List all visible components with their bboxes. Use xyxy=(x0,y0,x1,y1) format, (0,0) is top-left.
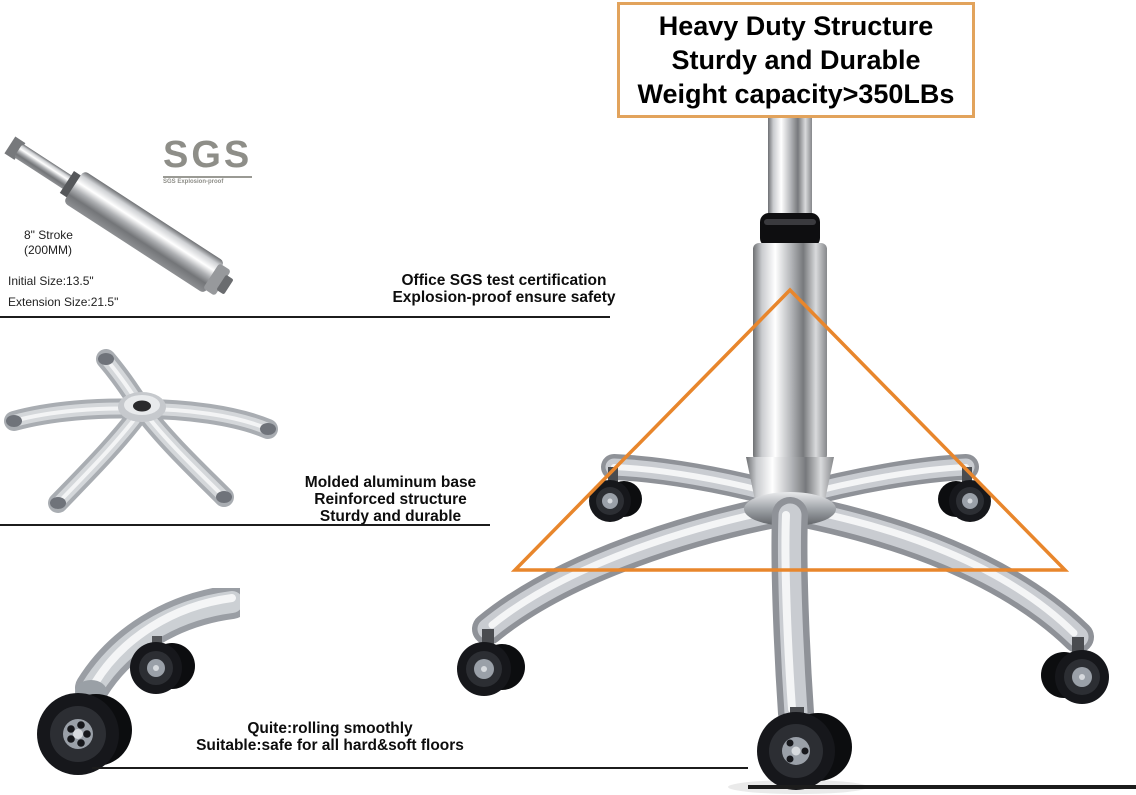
sgs-caption: SGS Explosion-proof xyxy=(163,176,253,185)
stroke-label: 8" Stroke (200MM) xyxy=(24,228,73,258)
rear-left-caster-wheel xyxy=(589,467,642,522)
initial-size-label: Initial Size:13.5" xyxy=(8,274,94,288)
sgs-logo-text: SGS xyxy=(163,134,253,176)
certification-line1: Office SGS test certification xyxy=(401,272,607,289)
title-line-3: Weight capacity>350LBs xyxy=(637,79,955,109)
aluminum-base-callout: Molded aluminum base Reinforced structur… xyxy=(288,474,493,525)
aluminum-base-line3: Sturdy and durable xyxy=(319,508,462,526)
title-line-2: Sturdy and Durable xyxy=(671,45,921,75)
casters-line2: Suitable:safe for all hard&soft floors xyxy=(196,737,464,755)
right-caster-wheel xyxy=(1041,637,1109,704)
casters-line1: Quite:rolling smoothly xyxy=(247,720,413,737)
gas-lift-image xyxy=(4,136,233,295)
stroke-label-line2: (200MM) xyxy=(24,243,73,257)
certification-line2: Explosion-proof ensure safety xyxy=(392,289,616,307)
front-leg xyxy=(771,497,814,731)
divider-base xyxy=(0,524,490,526)
gas-lift-cylinder xyxy=(4,136,233,295)
side-legs xyxy=(472,494,1094,653)
divider-certification xyxy=(0,316,610,318)
divider-casters xyxy=(92,767,748,769)
title-box: Heavy Duty Structure Sturdy and Durable … xyxy=(617,2,975,118)
floor-line xyxy=(748,785,1136,789)
aluminum-base-image xyxy=(4,349,278,513)
caster-closeup-image xyxy=(37,588,240,775)
aluminum-base-line2: Reinforced structure xyxy=(314,491,467,509)
casters-callout: Quite:rolling smoothly Suitable:safe for… xyxy=(185,720,475,754)
extension-size-label: Extension Size:21.5" xyxy=(8,295,119,309)
aluminum-base-line1: Molded aluminum base xyxy=(304,474,477,491)
highlight-triangle xyxy=(510,287,1070,572)
gas-cylinder xyxy=(744,101,836,526)
aluminum-base-star xyxy=(4,349,278,513)
sgs-logo: SGS SGS Explosion-proof xyxy=(163,134,253,185)
caster-closeup-big-wheel xyxy=(37,693,132,775)
caster-closeup-small-wheel xyxy=(130,636,195,694)
certification-callout: Office SGS test certification Explosion-… xyxy=(388,272,620,306)
chair-base-photo xyxy=(457,101,1109,794)
title-line-1: Heavy Duty Structure xyxy=(658,11,934,41)
stroke-label-line1: 8" Stroke xyxy=(24,228,73,242)
left-caster-wheel xyxy=(457,629,525,696)
front-caster-wheel xyxy=(757,707,852,790)
rear-right-caster-wheel xyxy=(938,467,991,522)
